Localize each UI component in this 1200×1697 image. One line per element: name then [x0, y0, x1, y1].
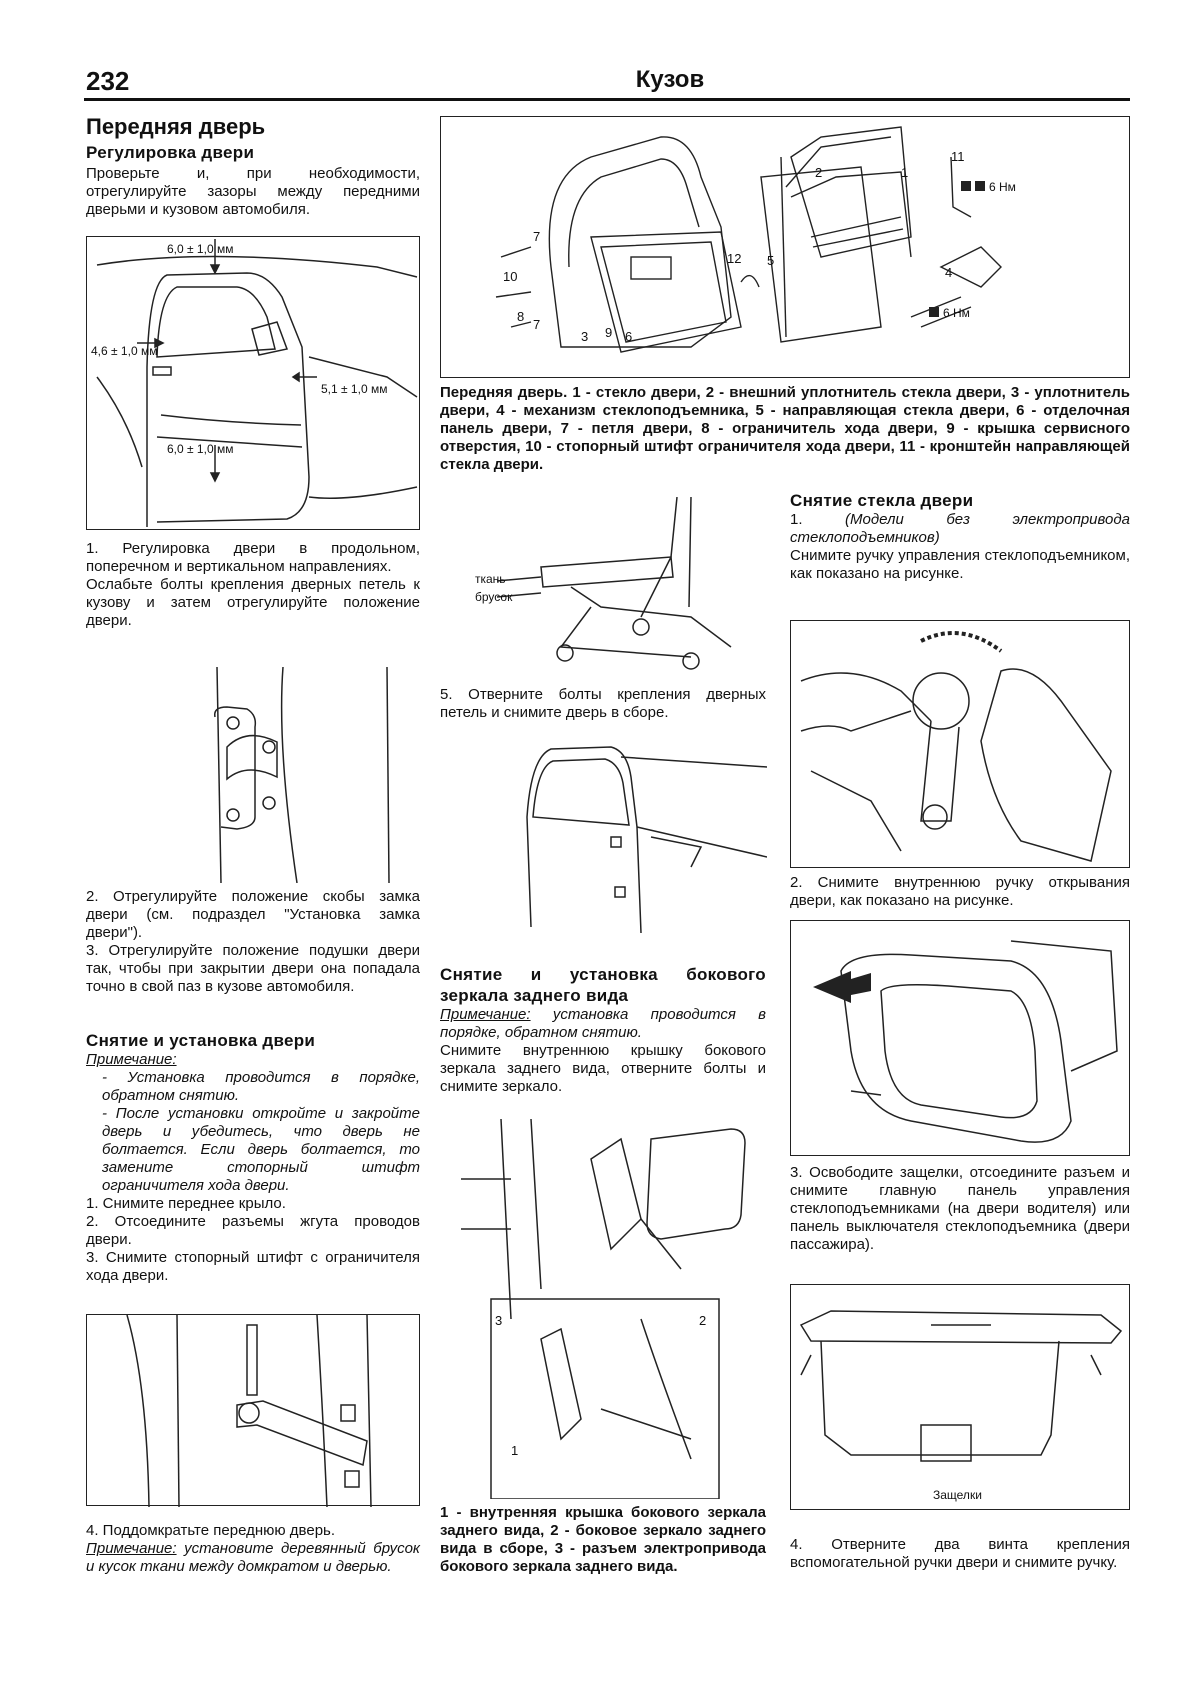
step1b-text: Ослабьте болты крепления дверных петель …	[86, 576, 420, 629]
jack-drawing: ткань брусок	[475, 497, 732, 670]
door-removal-heading: Снятие и установка двери	[86, 1031, 316, 1050]
glass-removal-heading: Снятие стекла двери	[790, 491, 974, 510]
torque-label-1: 6 Нм	[989, 180, 1016, 194]
inner-handle-drawing	[813, 940, 1118, 1143]
gap-label-front: 4,6 ± 1,0 мм	[91, 344, 157, 358]
mirror-callout-1: 1	[511, 1443, 518, 1458]
left-step1: 1. Регулировка двери в продольном, попер…	[86, 540, 420, 630]
middle-step5: 5. Отверните болты крепления дверных пет…	[440, 686, 766, 721]
note3-label: Примечание:	[86, 1540, 177, 1557]
torque-label-2: 6 Нм	[943, 306, 970, 320]
glass-step2: 2. Снимите внутреннюю ручку открывания д…	[790, 874, 1130, 909]
callout-7b: 7	[533, 317, 540, 332]
jack-figure: ткань брусок	[440, 496, 766, 676]
switch-panel-drawing: Защелки	[799, 1310, 1123, 1502]
callout-4: 4	[945, 265, 952, 280]
callout-2: 2	[815, 165, 822, 180]
callout-7: 7	[533, 229, 540, 244]
step3-text: 3. Отрегулируйте положение подушки двери…	[86, 942, 420, 995]
hinge-drawing	[214, 667, 390, 883]
page-number: 232	[86, 66, 130, 96]
gap-label-bottom: 6,0 ± 1,0 мм	[167, 442, 233, 456]
front-door-heading: Передняя дверь	[86, 114, 266, 139]
glass-step1-num: 1.	[790, 511, 846, 528]
header-rule	[84, 98, 1130, 101]
callout-9: 9	[605, 325, 612, 340]
step1-text: 1. Регулировка двери в продольном, попер…	[86, 540, 420, 575]
note3-text: установите деревянный брусок и кусок тка…	[86, 1540, 420, 1575]
door-adjust-heading: Регулировка двери	[86, 143, 255, 162]
door-adjust-text: Проверьте и, при необходимости, отрегули…	[86, 165, 420, 218]
left-step23: 2. Отрегулируйте положение скобы замка д…	[86, 888, 420, 996]
mirror-drawing: 3 2 1	[461, 1119, 746, 1499]
latch-label: Защелки	[933, 1488, 982, 1502]
section-title: Кузов	[635, 66, 705, 93]
note-label: Примечание:	[86, 1051, 177, 1068]
glass-step1-italic: (Модели без электропривода стеклоподъемн…	[790, 511, 1130, 546]
glass-removal-section: Снятие стекла двери 1. (Модели без элект…	[790, 490, 1130, 583]
callout-8: 8	[517, 309, 524, 324]
glass-step1-text: Снимите ручку управления стеклоподъемник…	[790, 547, 1130, 582]
step2-text: 2. Отрегулируйте положение скобы замка д…	[86, 888, 420, 941]
door-removed-figure	[440, 736, 767, 934]
switch-panel-figure: Защелки	[790, 1284, 1130, 1510]
mirror-callout-3: 3	[495, 1313, 502, 1328]
removal-step-2: 2. Отсоедините разъемы жгута проводов дв…	[86, 1213, 420, 1248]
mirror-note-label: Примечание:	[440, 1006, 531, 1023]
callout-3: 3	[581, 329, 588, 344]
callout-6: 6	[625, 329, 632, 344]
removal-step-1: 1. Снимите переднее крыло.	[86, 1195, 286, 1212]
gap-label-top: 6,0 ± 1,0 мм	[167, 242, 233, 256]
left-step4: 4. Поддомкратьте переднюю дверь. Примеча…	[86, 1522, 420, 1576]
crank-figure	[790, 620, 1130, 868]
left-intro: Передняя дверь Регулировка двери Проверь…	[86, 114, 420, 219]
mirror-heading: Снятие и установка бокового зеркала задн…	[440, 965, 766, 1005]
callout-10: 10	[503, 269, 517, 284]
door-stop-drawing	[126, 1315, 372, 1507]
door-gap-drawing: 6,0 ± 1,0 мм 4,6 ± 1,0 мм 5,1 ± 1,0 мм 6…	[91, 239, 418, 527]
door-removal-section: Снятие и установка двери Примечание: - У…	[86, 1030, 420, 1285]
door-exploded-figure: 1 2 3 4 5 6 7 7 8 9 10 11 12 6 Нм 6 Нм	[440, 116, 1130, 378]
exploded-caption: Передняя дверь. 1 - стекло двери, 2 - вн…	[440, 384, 1130, 473]
mirror-note-text: установка проводится в порядке, обратном…	[440, 1006, 766, 1041]
gap-label-rear: 5,1 ± 1,0 мм	[321, 382, 387, 396]
removal-step-3: 3. Снимите стопорный штифт с ограничител…	[86, 1249, 420, 1284]
jack-label-block: брусок	[475, 590, 513, 604]
door-exploded-drawing: 1 2 3 4 5 6 7 7 8 9 10 11 12 6 Нм 6 Нм	[495, 126, 1016, 353]
door-removed-drawing	[526, 746, 767, 934]
note-item-1: - Установка проводится в порядке, обратн…	[102, 1069, 420, 1104]
door-stop-figure	[86, 1314, 420, 1507]
callout-11: 11	[951, 149, 965, 164]
callout-12: 12	[727, 251, 741, 266]
inner-handle-figure	[790, 920, 1130, 1156]
door-gap-figure: 6,0 ± 1,0 мм 4,6 ± 1,0 мм 5,1 ± 1,0 мм 6…	[86, 236, 420, 530]
jack-label-cloth: ткань	[475, 572, 506, 586]
mirror-text: Снимите внутреннюю крышку бокового зерка…	[440, 1042, 766, 1095]
callout-5: 5	[767, 253, 774, 268]
mirror-caption: 1 - внутренняя крышка бокового зеркала з…	[440, 1504, 766, 1575]
hinge-figure	[86, 666, 420, 883]
crank-drawing	[800, 631, 1112, 862]
note-item-2: - После установки откройте и закройте дв…	[102, 1105, 420, 1194]
glass-step4: 4. Отверните два винта крепления вспомог…	[790, 1536, 1130, 1571]
mirror-section: Снятие и установка бокового зеркала задн…	[440, 964, 766, 1096]
removal-step-4: 4. Поддомкратьте переднюю дверь.	[86, 1522, 336, 1539]
mirror-callout-2: 2	[699, 1313, 706, 1328]
callout-1: 1	[901, 165, 908, 180]
mirror-figure: 3 2 1	[440, 1118, 766, 1499]
glass-step3: 3. Освободите защелки, отсоедините разъе…	[790, 1164, 1130, 1253]
